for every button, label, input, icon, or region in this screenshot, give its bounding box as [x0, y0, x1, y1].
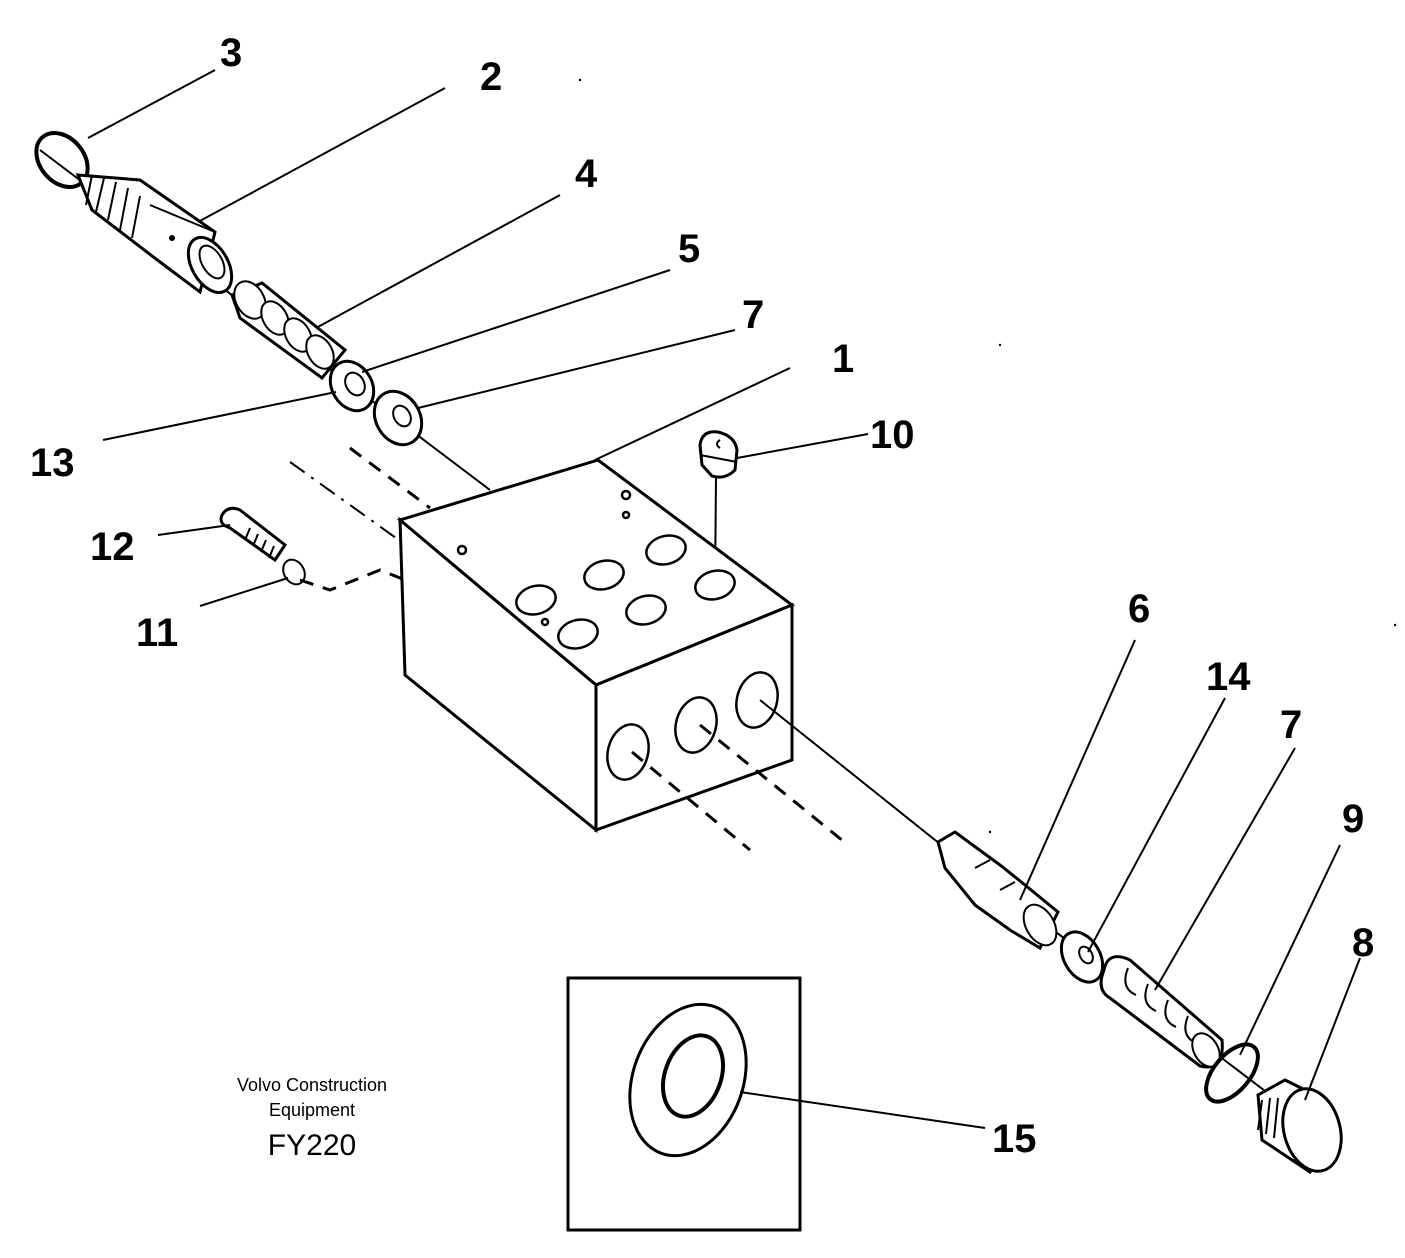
callout-labels: 3 2 4 5 7 1 10 13 12 11 6 14 7 9 8 15 — [30, 31, 1374, 1161]
callout-12: 12 — [90, 525, 135, 569]
part-8-end-cap — [1256, 1078, 1343, 1175]
screw-assembly — [219, 506, 406, 592]
part-1-valve-block — [396, 458, 936, 852]
callout-2: 2 — [480, 55, 502, 99]
callout-9: 9 — [1342, 797, 1364, 841]
callout-1: 1 — [832, 337, 854, 381]
maker-line-2: Equipment — [269, 1100, 355, 1120]
detail-box-part-15 — [566, 976, 802, 1232]
part-4-spool — [230, 280, 348, 381]
part-9-o-ring — [1204, 1042, 1260, 1104]
part-2-valve-cartridge — [75, 173, 234, 295]
callout-8: 8 — [1352, 921, 1374, 965]
callout-7-lower: 7 — [1280, 703, 1302, 747]
front-ports — [606, 671, 779, 781]
part-15-seal-ring — [628, 1002, 748, 1158]
callout-7-upper: 7 — [742, 293, 764, 337]
callout-3: 3 — [220, 31, 242, 75]
top-ports — [456, 489, 736, 650]
footer: Volvo Construction Equipment FY220 — [237, 1075, 387, 1162]
callout-10: 10 — [870, 413, 915, 457]
lower-spool-assembly — [934, 830, 1343, 1175]
callout-6: 6 — [1128, 587, 1150, 631]
part-7-washer — [372, 389, 424, 447]
callout-15: 15 — [992, 1117, 1037, 1161]
part-6-spool — [936, 830, 1060, 951]
leader-lines — [87, 69, 1361, 1129]
maker-line-1: Volvo Construction — [237, 1075, 387, 1095]
part-11-washer — [282, 558, 306, 586]
callout-5: 5 — [678, 227, 700, 271]
callout-13: 13 — [30, 441, 75, 485]
part-5-washer — [328, 359, 376, 413]
upper-spool-assembly — [34, 131, 491, 549]
callout-11: 11 — [136, 611, 178, 655]
callout-4: 4 — [575, 152, 598, 196]
part-12-screw — [219, 506, 288, 563]
diagram-code: FY220 — [268, 1129, 356, 1162]
callout-14: 14 — [1206, 655, 1251, 699]
part-7-spring — [1099, 955, 1224, 1069]
part-10-plug — [698, 430, 739, 589]
